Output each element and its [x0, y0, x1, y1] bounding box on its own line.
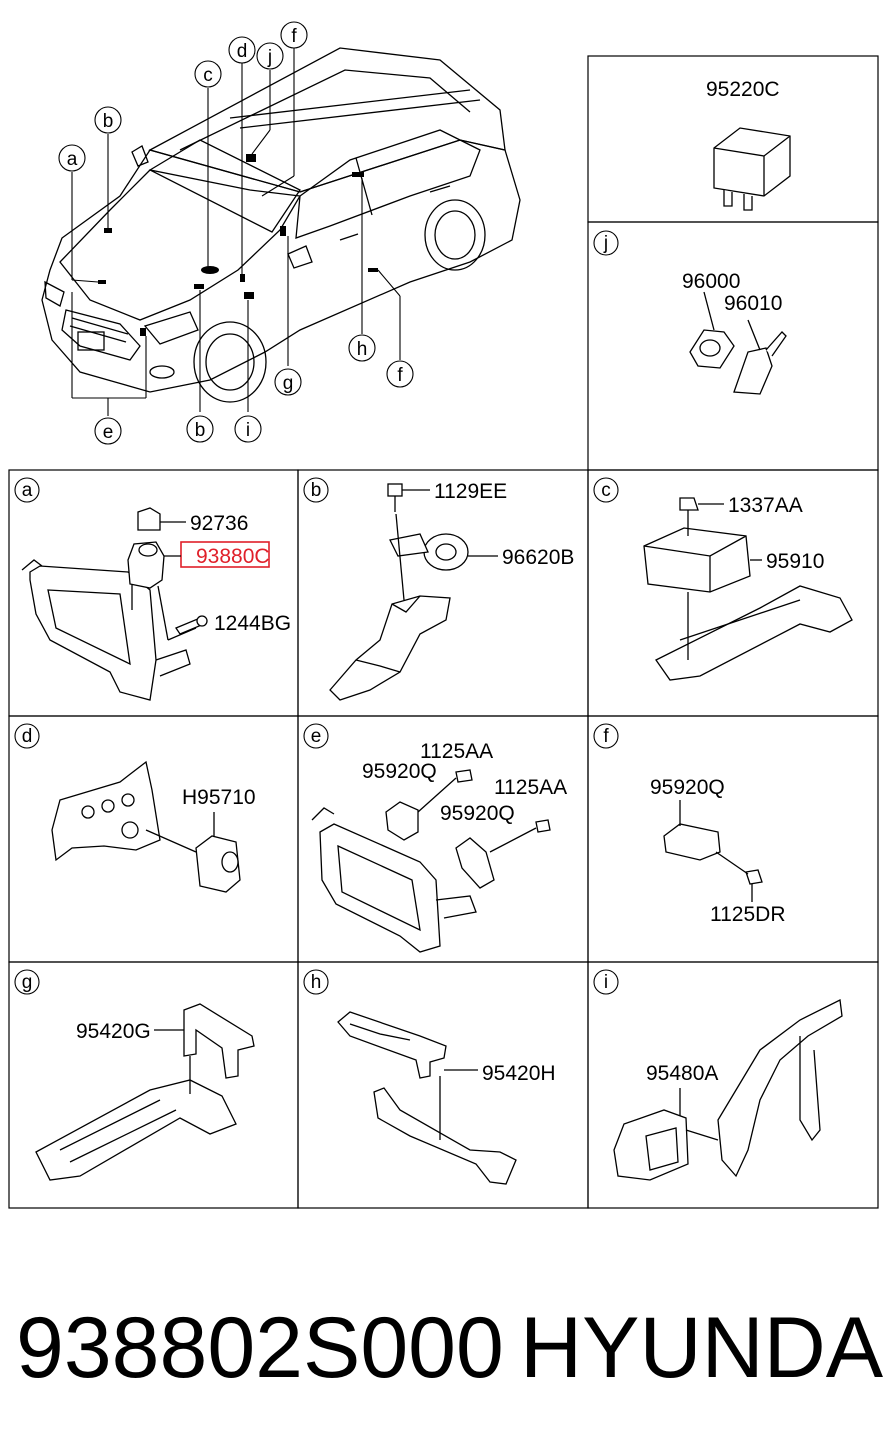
part-label-93880c-highlighted: 93880C [196, 545, 270, 568]
part-label-1337aa: 1337AA [728, 494, 803, 517]
bracket-95420h-icon [337, 1011, 478, 1140]
sensor-93880c-icon [127, 541, 181, 589]
panel-e-letter: e [311, 726, 322, 747]
horn-96620b-icon [389, 533, 498, 571]
callout-e: e [103, 422, 114, 443]
part-label-96000: 96000 [682, 270, 740, 293]
callout-leaders [71, 48, 401, 416]
sensor-95920q-e-icons [385, 769, 551, 889]
callout-f: f [291, 26, 297, 47]
panel-c-letter: c [601, 480, 611, 501]
panel-i-letter: i [604, 972, 608, 993]
vehicle-illustration [41, 47, 521, 403]
pillar-i [717, 999, 843, 1178]
part-label-1125aa-right: 1125AA [494, 776, 567, 799]
part-label-95420h: 95420H [482, 1062, 556, 1085]
panel-j-letter: j [603, 233, 608, 254]
part-label-1125dr: 1125DR [710, 903, 786, 926]
part-label-96010: 96010 [724, 292, 782, 315]
panel-h-letter: h [311, 972, 322, 993]
part-label-h95710: H95710 [182, 786, 256, 809]
panel-a-letter: a [22, 480, 33, 501]
radiator-support-e [311, 807, 477, 953]
panel-g [8, 961, 299, 1209]
callout-i: i [246, 420, 250, 441]
panel-h [297, 961, 589, 1209]
radiator-support-a [21, 552, 197, 701]
part-label-1244bg: 1244BG [214, 612, 291, 635]
callout-a: a [67, 149, 78, 170]
panel-d [8, 715, 299, 963]
part-label-95920q-right: 95920Q [440, 802, 515, 825]
callout-c: c [203, 65, 213, 86]
key-fob-icon [689, 291, 735, 369]
panel-f-letter: f [603, 726, 609, 747]
callout-h: h [357, 339, 368, 360]
part-label-96620b: 96620B [502, 546, 574, 569]
cap-92736-icon [137, 507, 186, 531]
panel-d-bracket [51, 760, 161, 862]
bolt-1129ee-icon [387, 483, 430, 601]
highlight-box [180, 541, 270, 568]
callout-b-lower: b [195, 420, 206, 441]
module-95480a-icon [613, 1088, 719, 1181]
sensor-95920q-f-icon [663, 800, 763, 902]
callout-f-lower: f [397, 365, 403, 386]
callout-g: g [283, 373, 294, 394]
callout-j: j [267, 47, 272, 68]
panel-b [297, 469, 589, 717]
floor-member-g [35, 1079, 237, 1181]
sensor-h95710-icon [145, 812, 241, 893]
callout-d: d [237, 41, 248, 62]
part-label-95920q-left: 95920Q [362, 760, 437, 783]
panel-d-letter: d [22, 726, 33, 747]
part-label-95220c: 95220C [706, 78, 780, 101]
brand-name: HYUNDAI [520, 1300, 886, 1396]
bolt-1244bg-icon [175, 615, 208, 635]
part-label-1125aa-top: 1125AA [420, 740, 493, 763]
floor-member-h [373, 1087, 517, 1185]
part-number: 938802S000 [16, 1300, 504, 1396]
callout-b: b [103, 111, 114, 132]
part-label-95480a: 95480A [646, 1062, 718, 1085]
key-blade-icon [733, 319, 787, 395]
bracket-b [329, 595, 451, 701]
panel-g-letter: g [22, 972, 33, 993]
part-label-95420g: 95420G [76, 1020, 151, 1043]
part-label-92736: 92736 [190, 512, 248, 535]
overview-callouts [58, 21, 414, 445]
panel-b-letter: b [311, 480, 322, 501]
panel-i [587, 961, 879, 1209]
part-label-95910: 95910 [766, 550, 824, 573]
part-label-1129ee: 1129EE [434, 480, 507, 503]
bracket-95420g-icon [154, 1003, 255, 1094]
sensor-marks [98, 154, 378, 336]
module-95910-icon [643, 497, 762, 593]
floor-member-c [655, 585, 853, 681]
relay-icon [713, 127, 791, 211]
part-label-95920q-f: 95920Q [650, 776, 725, 799]
